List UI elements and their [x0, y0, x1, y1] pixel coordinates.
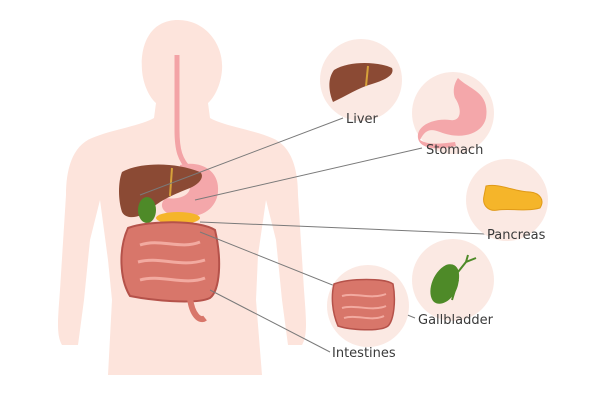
- intestines-callout: Intestines: [327, 265, 409, 361]
- pancreas-callout: Pancreas: [466, 159, 548, 243]
- intestine-folds: [137, 240, 206, 283]
- gallbladder-in-body: [138, 197, 156, 223]
- pancreas-label: Pancreas: [487, 228, 546, 243]
- liver-callout: Liver: [320, 39, 402, 127]
- liver-icon: [329, 63, 393, 102]
- intestines-leader-line: [209, 289, 331, 353]
- gallbladder-icon: [430, 264, 460, 304]
- liver-leader-line: [139, 117, 344, 196]
- intestines-label: Intestines: [332, 346, 396, 361]
- gallbladder-label: Gallbladder: [418, 313, 494, 328]
- rectum: [187, 297, 207, 322]
- pancreas-in-body: [156, 212, 200, 224]
- stomach-in-body: [161, 163, 219, 217]
- liver-ligament: [169, 167, 173, 197]
- stomach-callout: Stomach: [412, 72, 494, 158]
- stomach-label: Stomach: [426, 143, 483, 158]
- stomach-icon: [417, 78, 487, 149]
- intestines-icon: [331, 278, 396, 331]
- pancreas-leader-line: [199, 221, 486, 235]
- gallbladder-callout: Gallbladder: [412, 239, 494, 328]
- liver-label: Liver: [346, 112, 379, 127]
- stomach-leader-line: [194, 147, 423, 201]
- pancreas-icon: [483, 184, 543, 211]
